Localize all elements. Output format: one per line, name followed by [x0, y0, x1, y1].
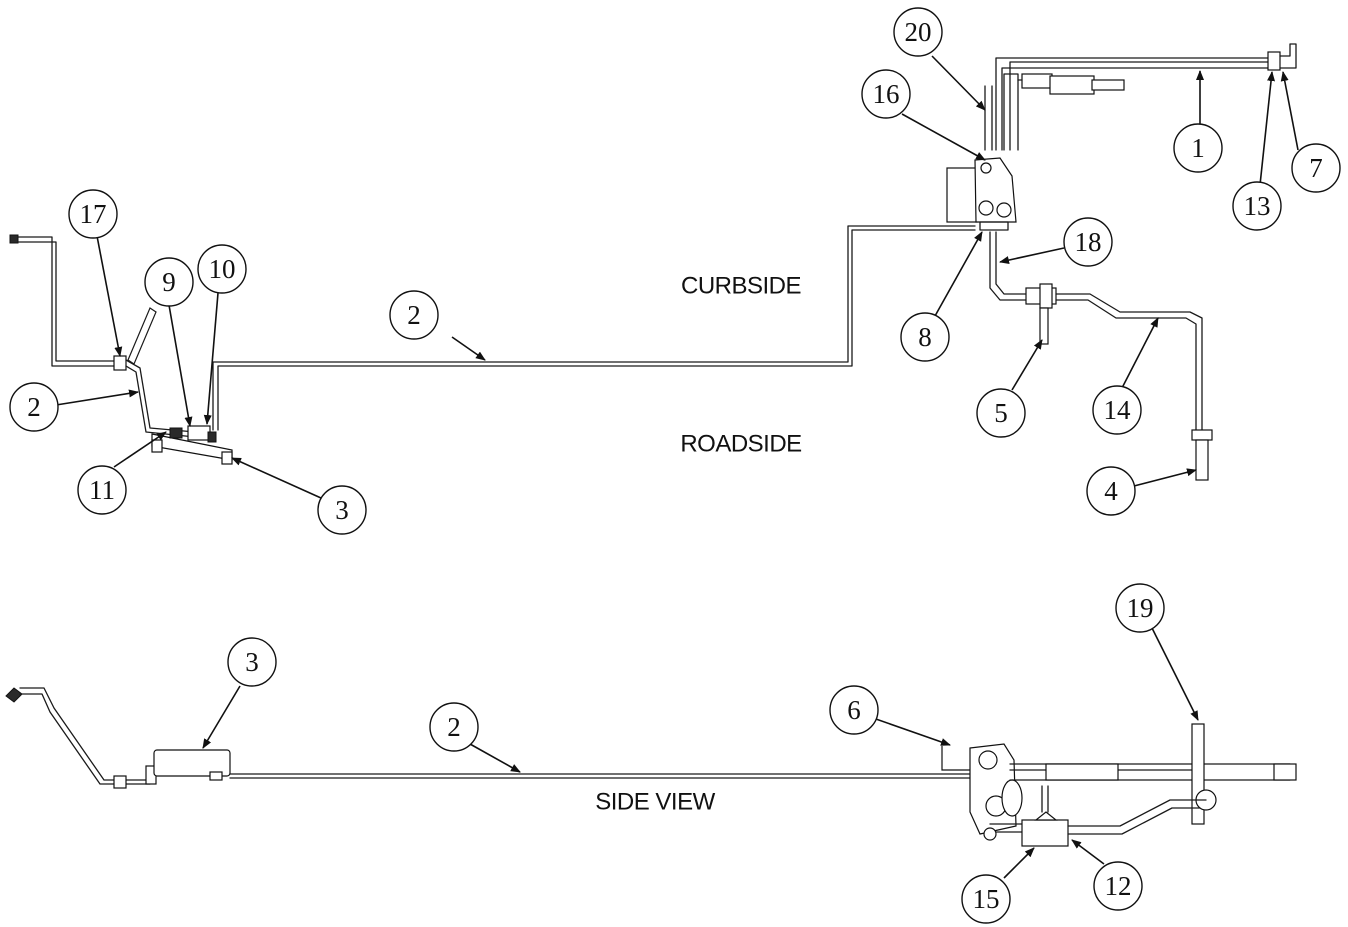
svg-text:20: 20 — [905, 17, 932, 47]
svg-text:3: 3 — [245, 647, 259, 677]
callout-13: 13 — [1232, 181, 1282, 231]
svg-text:17: 17 — [80, 199, 107, 229]
svg-text:16: 16 — [873, 79, 900, 109]
callout-2-left: 2 — [9, 382, 59, 432]
main-line-2 — [212, 225, 976, 431]
svg-text:7: 7 — [1309, 153, 1323, 183]
callout-5: 5 — [976, 388, 1026, 438]
svg-text:4: 4 — [1104, 476, 1118, 506]
pump-assembly-16 — [946, 157, 1017, 231]
svg-text:8: 8 — [918, 322, 932, 352]
filter-canister — [1021, 73, 1053, 89]
svg-text:15: 15 — [973, 884, 1000, 914]
fitting-4 — [1191, 429, 1213, 441]
callout-8: 8 — [900, 312, 950, 362]
manifold-3 — [151, 425, 233, 465]
callout-16: 16 — [861, 69, 911, 119]
svg-text:12: 12 — [1105, 871, 1132, 901]
callout-3-side: 3 — [227, 637, 277, 687]
callout-1: 1 — [1173, 123, 1223, 173]
hose-stub — [127, 307, 157, 365]
callout-17: 17 — [68, 189, 118, 239]
callout-6: 6 — [829, 685, 879, 735]
callout-18: 18 — [1063, 217, 1113, 267]
callout-2-main: 2 — [389, 290, 439, 340]
svg-text:11: 11 — [89, 475, 115, 505]
fitting-end-side — [5, 687, 23, 703]
svg-text:18: 18 — [1075, 227, 1102, 257]
svg-text:6: 6 — [847, 695, 861, 725]
lower-right-line — [989, 231, 1213, 481]
callout-20: 20 — [893, 7, 943, 57]
svg-text:19: 19 — [1127, 593, 1154, 623]
valve-15 — [1021, 819, 1069, 847]
side-left-line — [5, 687, 157, 789]
svg-text:1: 1 — [1191, 133, 1205, 163]
svg-text:14: 14 — [1104, 395, 1132, 425]
callout-12: 12 — [1093, 861, 1143, 911]
svg-text:5: 5 — [994, 398, 1008, 428]
side-lower-line — [983, 785, 1207, 847]
callout-19: 19 — [1115, 583, 1165, 633]
drain-5 — [1039, 307, 1049, 345]
valve-17 — [113, 355, 127, 371]
side-upper-line — [1009, 723, 1297, 825]
callout-4: 4 — [1086, 466, 1136, 516]
callout-11: 11 — [77, 465, 127, 515]
curbside-label: CURBSIDE — [681, 273, 801, 300]
side-manifold-3 — [153, 749, 231, 781]
fitting-11 — [169, 427, 183, 439]
fitting-end-left — [9, 234, 19, 244]
svg-text:2: 2 — [447, 712, 461, 742]
side-pump-6 — [941, 743, 1023, 835]
callout-10: 10 — [197, 244, 247, 294]
side-view-label: SIDE VIEW — [595, 789, 715, 816]
fitting-13 — [1267, 51, 1281, 71]
tee-9-10 — [187, 425, 211, 441]
svg-text:10: 10 — [209, 254, 236, 284]
svg-text:3: 3 — [335, 495, 349, 525]
plan-view: CURBSIDE ROADSIDE 1 2 2 3 4 5 — [9, 7, 1341, 535]
svg-text:13: 13 — [1244, 191, 1271, 221]
svg-text:2: 2 — [407, 300, 421, 330]
side-view: SIDE VIEW 2 3 6 12 15 19 — [5, 583, 1297, 924]
svg-text:9: 9 — [162, 267, 176, 297]
leaders-plan — [55, 55, 1299, 499]
svg-text:2: 2 — [27, 392, 41, 422]
callout-7: 7 — [1291, 143, 1341, 193]
leaders-side — [202, 627, 1199, 879]
roadside-label: ROADSIDE — [680, 431, 801, 458]
side-filter — [1045, 763, 1119, 781]
upper-line-1 — [984, 43, 1297, 151]
callout-2-side: 2 — [429, 702, 479, 752]
bracket-8 — [946, 167, 978, 223]
callout-3-top: 3 — [317, 485, 367, 535]
side-main-line-2 — [229, 773, 976, 779]
callout-9: 9 — [144, 257, 194, 307]
callout-15: 15 — [961, 874, 1011, 924]
callout-14: 14 — [1092, 385, 1142, 435]
